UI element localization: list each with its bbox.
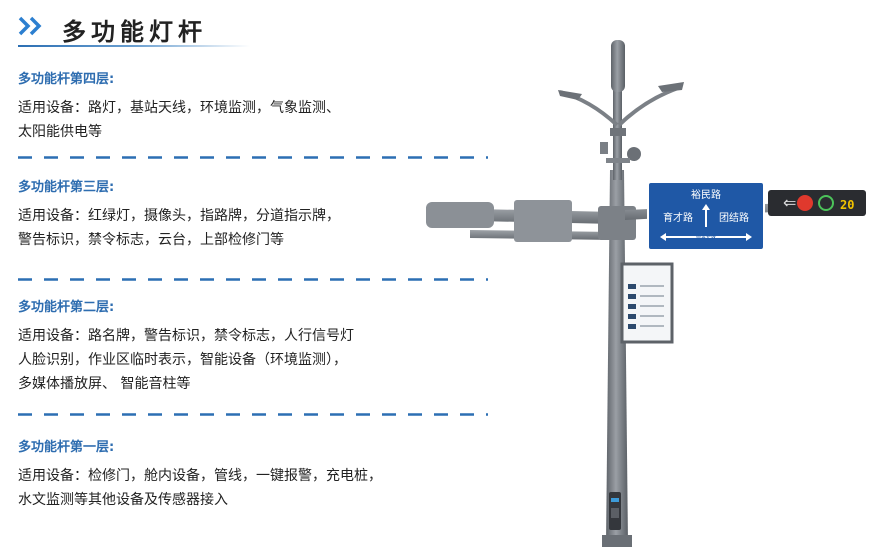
sign-bottom-road: 宁夏东路 [696,235,716,242]
left-sign-panel [426,202,494,228]
section-title: 多功能杆第二层: [18,300,115,315]
dashed-divider [18,156,488,159]
title-underline [18,45,250,47]
right-lamp-arm [617,86,679,127]
street-lamp-right-icon [658,82,684,92]
sign-right-road: 团结路 [719,211,749,224]
antenna-cylinder [611,40,625,92]
section-layer-1: 多功能杆第一层: 适用设备：检修门，舱内设备，管线，一键报警，充电桩， 水文监测… [18,440,488,512]
section-layer-3: 多功能杆第三层: 适用设备：红绿灯，摄像头，指路牌，分道指示牌， 警告标识，禁令… [18,180,488,252]
section-layer-2: 多功能杆第二层: 适用设备：路名牌，警告标识，禁令标志，人行信号灯 人脸识别，作… [18,300,488,396]
section-line: 适用设备：红绿灯，摄像头，指路牌，分道指示牌， [18,208,340,224]
left-device-box [514,200,572,242]
dashed-divider [18,278,488,281]
section-title: 多功能杆第四层: [18,72,115,87]
page-title: 多功能灯杆 [62,18,207,46]
section-line: 警告标识，禁令标志，云台，上部检修门等 [18,232,284,248]
red-light-icon [797,195,813,211]
camera-icon [627,147,641,161]
section-line: 适用设备：检修门，舱内设备，管线，一键报警，充电桩， [18,468,382,484]
section-line: 多媒体播放屏、 智能音柱等 [18,376,191,392]
double-chevron-icon [18,16,42,36]
countdown-display: 20 [840,198,854,212]
dashed-divider [18,413,488,416]
section-layer-4: 多功能杆第四层: 适用设备：路灯，基站天线，环境监测，气象监测、 太阳能供电等 [18,72,488,144]
section-body: 适用设备：检修门，舱内设备，管线，一键报警，充电桩， 水文监测等其他设备及传感器… [18,464,488,512]
street-lamp-left-icon [558,90,582,100]
page-header: 多功能灯杆 [18,10,258,46]
section-body: 适用设备：路名牌，警告标识，禁令标志，人行信号灯 人脸识别，作业区临时表示，智能… [18,324,488,396]
sign-top-road: 裕民路 [691,188,721,201]
media-display-screen [620,262,674,344]
sensor-icon [600,142,608,154]
section-line: 太阳能供电等 [18,124,102,140]
smart-pole-illustration: ⇐ 20 裕民路 育才路 团结路 宁夏东路 [426,40,866,547]
section-title: 多功能杆第三层: [18,180,115,195]
section-body: 适用设备：红绿灯，摄像头，指路牌，分道指示牌， 警告标识，禁令标志，云台，上部检… [18,204,488,252]
bicycle-icon [818,195,834,211]
section-line: 适用设备：路名牌，警告标识，禁令标志，人行信号灯 [18,328,354,344]
section-title: 多功能杆第一层: [18,440,115,455]
section-line: 人脸识别，作业区临时表示，智能设备（环境监测）， [18,352,347,368]
section-line: 适用设备：路灯，基站天线，环境监测，气象监测、 [18,100,340,116]
arrow-left-icon: ⇐ [783,193,796,212]
section-body: 适用设备：路灯，基站天线，环境监测，气象监测、 太阳能供电等 [18,96,488,144]
section-line: 水文监测等其他设备及传感器接入 [18,492,228,508]
traffic-light [768,190,866,216]
pole-base [602,535,632,547]
sign-left-road: 育才路 [663,211,693,224]
